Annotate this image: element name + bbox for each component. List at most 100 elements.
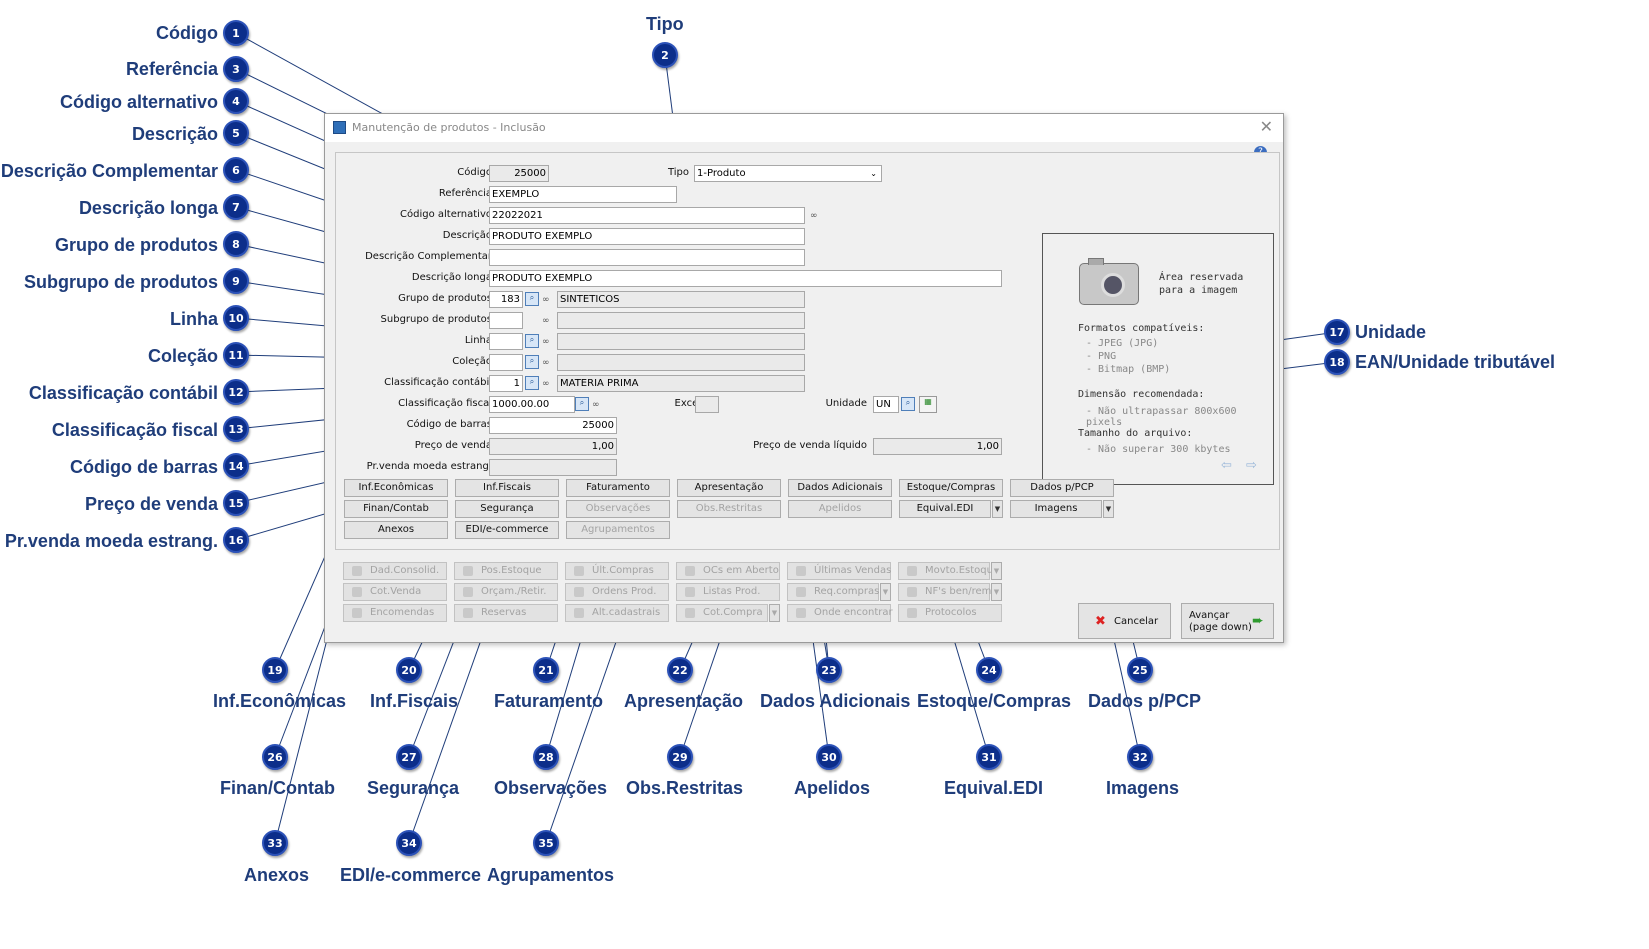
shortcut-req-compras[interactable]: Req.compras [787, 583, 879, 601]
tab-anexos[interactable]: Anexos [344, 521, 448, 539]
colecao-code-field[interactable] [489, 354, 523, 371]
tab-equival-edi[interactable]: Equival.EDI [899, 500, 991, 518]
arrow-right-icon[interactable]: ⇨ [1246, 458, 1257, 473]
callout-label-apelidos: Apelidos [794, 778, 871, 798]
tab-obs-restritas[interactable]: Obs.Restritas [677, 500, 781, 518]
image-area[interactable]: Área reservada para a imagem Formatos co… [1042, 233, 1274, 485]
tab-dados-pcp[interactable]: Dados p/PCP [1010, 479, 1114, 497]
shortcut-pos-estoque[interactable]: Pos.Estoque [454, 562, 558, 580]
shortcut-ult-compras[interactable]: Últ.Compras [565, 562, 669, 580]
descricao-longa-field[interactable]: PRODUTO EXEMPLO [489, 270, 1002, 287]
descricao-complementar-label: Descrição Complementar [365, 251, 492, 262]
badge-21: 21 [533, 657, 559, 683]
arrow-left-icon[interactable]: ⇦ [1221, 458, 1232, 473]
tab-apresentacao[interactable]: Apresentação [677, 479, 781, 497]
shortcut-orcam-retir[interactable]: Orçam./Retir. [454, 583, 558, 601]
binoculars-icon[interactable]: ∞ [542, 316, 550, 326]
shortcut-nfs-ben-rem[interactable]: NF's ben/rem. [898, 583, 995, 601]
codigo-barras-field[interactable]: 25000 [489, 417, 617, 434]
grupo-code-field[interactable]: 183 [489, 291, 523, 308]
descricao-complementar-field[interactable] [489, 249, 805, 266]
shortcut-onde-encontrar[interactable]: Onde encontrar [787, 604, 893, 622]
locate-icon [796, 608, 806, 618]
tab-dados-adicionais[interactable]: Dados Adicionais [788, 479, 892, 497]
subgrupo-desc-field [557, 312, 805, 329]
shortcut-ordens-prod[interactable]: Ordens Prod. [565, 583, 669, 601]
pr-moeda-field[interactable] [489, 459, 617, 476]
search-icon[interactable]: ⌕ [525, 334, 539, 348]
badge-17: 17 [1324, 319, 1350, 345]
cancel-x-icon: ✖ [1095, 614, 1106, 629]
tab-seguranca[interactable]: Segurança [455, 500, 559, 518]
descricao-field[interactable]: PRODUTO EXEMPLO [489, 228, 805, 245]
callout-label-pr-moeda: Pr.venda moeda estrang. [4, 531, 218, 551]
descricao-longa-label: Descrição longa [411, 272, 492, 283]
arrow-right-green-icon: ➨ [1252, 613, 1264, 629]
shortcut-cot-compra[interactable]: Cot.Compra [676, 604, 768, 622]
tab-estoque-compras[interactable]: Estoque/Compras [899, 479, 1003, 497]
next-button[interactable]: Avançar (page down) ➨ [1181, 603, 1274, 639]
badge-15: 15 [223, 490, 249, 516]
tab-finan-contab[interactable]: Finan/Contab [344, 500, 448, 518]
shortcut-dad-consolid[interactable]: Dad.Consolid. [343, 562, 447, 580]
binoculars-icon[interactable]: ∞ [542, 295, 550, 305]
class-contabil-code-field[interactable]: 1 [489, 375, 523, 392]
shortcut-ocs-aberto[interactable]: OCs em Aberto [676, 562, 780, 580]
quote-icon [352, 587, 362, 597]
badge-32: 32 [1127, 744, 1153, 770]
shortcut-alt-cadastrais[interactable]: Alt.cadastrais [565, 604, 669, 622]
shortcut-reservas[interactable]: Reservas [454, 604, 558, 622]
search-icon[interactable]: ⌕ [525, 355, 539, 369]
reserved-text-2: para a imagem [1159, 285, 1238, 296]
search-icon[interactable]: ⌕ [525, 292, 539, 306]
equival-edi-dropdown-icon[interactable]: ▼ [992, 500, 1003, 518]
shortcut-ultimas-vendas[interactable]: Últimas Vendas [787, 562, 891, 580]
codigo-alternativo-field[interactable]: 22022021 [489, 207, 805, 224]
linha-code-field[interactable] [489, 333, 523, 350]
unidade-field[interactable]: UN [873, 396, 899, 413]
binoculars-icon[interactable]: ∞ [542, 337, 550, 347]
class-fiscal-field[interactable]: 1000.00.00 [489, 396, 575, 413]
ean-unit-button[interactable]: ▦ [919, 396, 937, 413]
tab-edi-ecommerce[interactable]: EDI/e-commerce [455, 521, 559, 539]
binoculars-icon[interactable]: ∞ [810, 211, 818, 221]
shortcut-protocolos[interactable]: Protocolos [898, 604, 1002, 622]
callout-label-descricao-longa: Descrição longa [78, 198, 218, 218]
preco-venda-field[interactable]: 1,00 [489, 438, 617, 455]
imagens-dropdown-icon[interactable]: ▼ [1103, 500, 1114, 518]
tab-imagens[interactable]: Imagens [1010, 500, 1102, 518]
cancel-button[interactable]: ✖ Cancelar [1078, 603, 1171, 639]
callout-label-colecao: Coleção [147, 346, 218, 366]
codigo-barras-label: Código de barras [406, 419, 492, 430]
close-icon[interactable]: ✕ [1259, 117, 1273, 136]
binoculars-icon[interactable]: ∞ [542, 358, 550, 368]
shortcut-listas-prod[interactable]: Listas Prod. [676, 583, 780, 601]
referencia-field[interactable]: EXEMPLO [489, 186, 677, 203]
tab-inf-economicas[interactable]: Inf.Econômicas [344, 479, 448, 497]
cot-compra-dropdown-icon[interactable]: ▼ [769, 604, 780, 622]
excecao-field[interactable] [695, 396, 719, 413]
search-icon[interactable]: ⌕ [575, 397, 589, 411]
movto-dropdown-icon[interactable]: ▼ [991, 562, 1002, 580]
tipo-select[interactable]: 1-Produto⌄ [694, 165, 882, 182]
shortcut-cot-venda[interactable]: Cot.Venda [343, 583, 447, 601]
subgrupo-code-field[interactable] [489, 312, 523, 329]
tab-observacoes[interactable]: Observações [566, 500, 670, 518]
tab-inf-fiscais[interactable]: Inf.Fiscais [455, 479, 559, 497]
shortcut-movto-estoque[interactable]: Movto.Estoque [898, 562, 999, 580]
req-dropdown-icon[interactable]: ▼ [880, 583, 891, 601]
search-icon[interactable]: ⌕ [525, 376, 539, 390]
tab-faturamento[interactable]: Faturamento [566, 479, 670, 497]
nf-dropdown-icon[interactable]: ▼ [991, 583, 1002, 601]
badge-6: 6 [223, 157, 249, 183]
product-maintenance-window: Manutenção de produtos - Inclusão ✕ ? Có… [324, 113, 1284, 643]
tab-apelidos[interactable]: Apelidos [788, 500, 892, 518]
search-icon[interactable]: ⌕ [901, 397, 915, 411]
binoculars-icon[interactable]: ∞ [542, 379, 550, 389]
shortcut-encomendas[interactable]: Encomendas [343, 604, 447, 622]
codigo-field[interactable]: 25000 [489, 165, 549, 182]
callout-label-edi-ecommerce: EDI/e-commerce [340, 865, 482, 885]
binoculars-icon[interactable]: ∞ [592, 400, 600, 410]
tab-agrupamentos[interactable]: Agrupamentos [566, 521, 670, 539]
search-icon [685, 608, 695, 618]
